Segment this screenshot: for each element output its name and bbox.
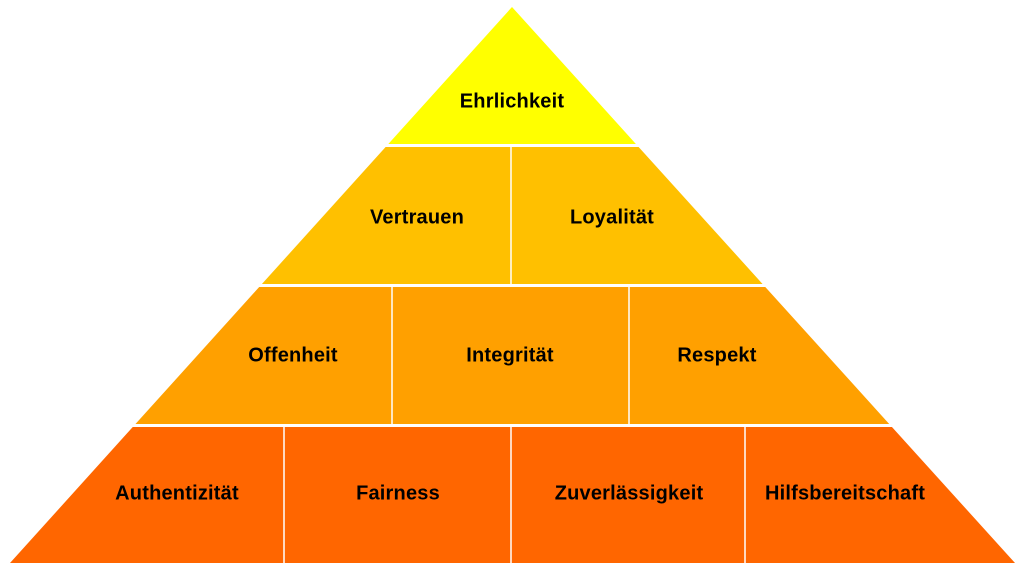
level-3-divider-right	[628, 287, 630, 424]
level-3-divider-left	[391, 287, 393, 424]
pyramid-level-1	[10, 7, 1015, 144]
level-2-divider	[510, 147, 512, 284]
level-4-divider-center	[510, 427, 512, 563]
pyramid-level-4	[10, 427, 1015, 563]
level-4-divider-left	[283, 427, 285, 563]
pyramid-level-3	[10, 287, 1015, 424]
pyramid-level-2	[10, 147, 1015, 284]
level-4-divider-right	[744, 427, 746, 563]
